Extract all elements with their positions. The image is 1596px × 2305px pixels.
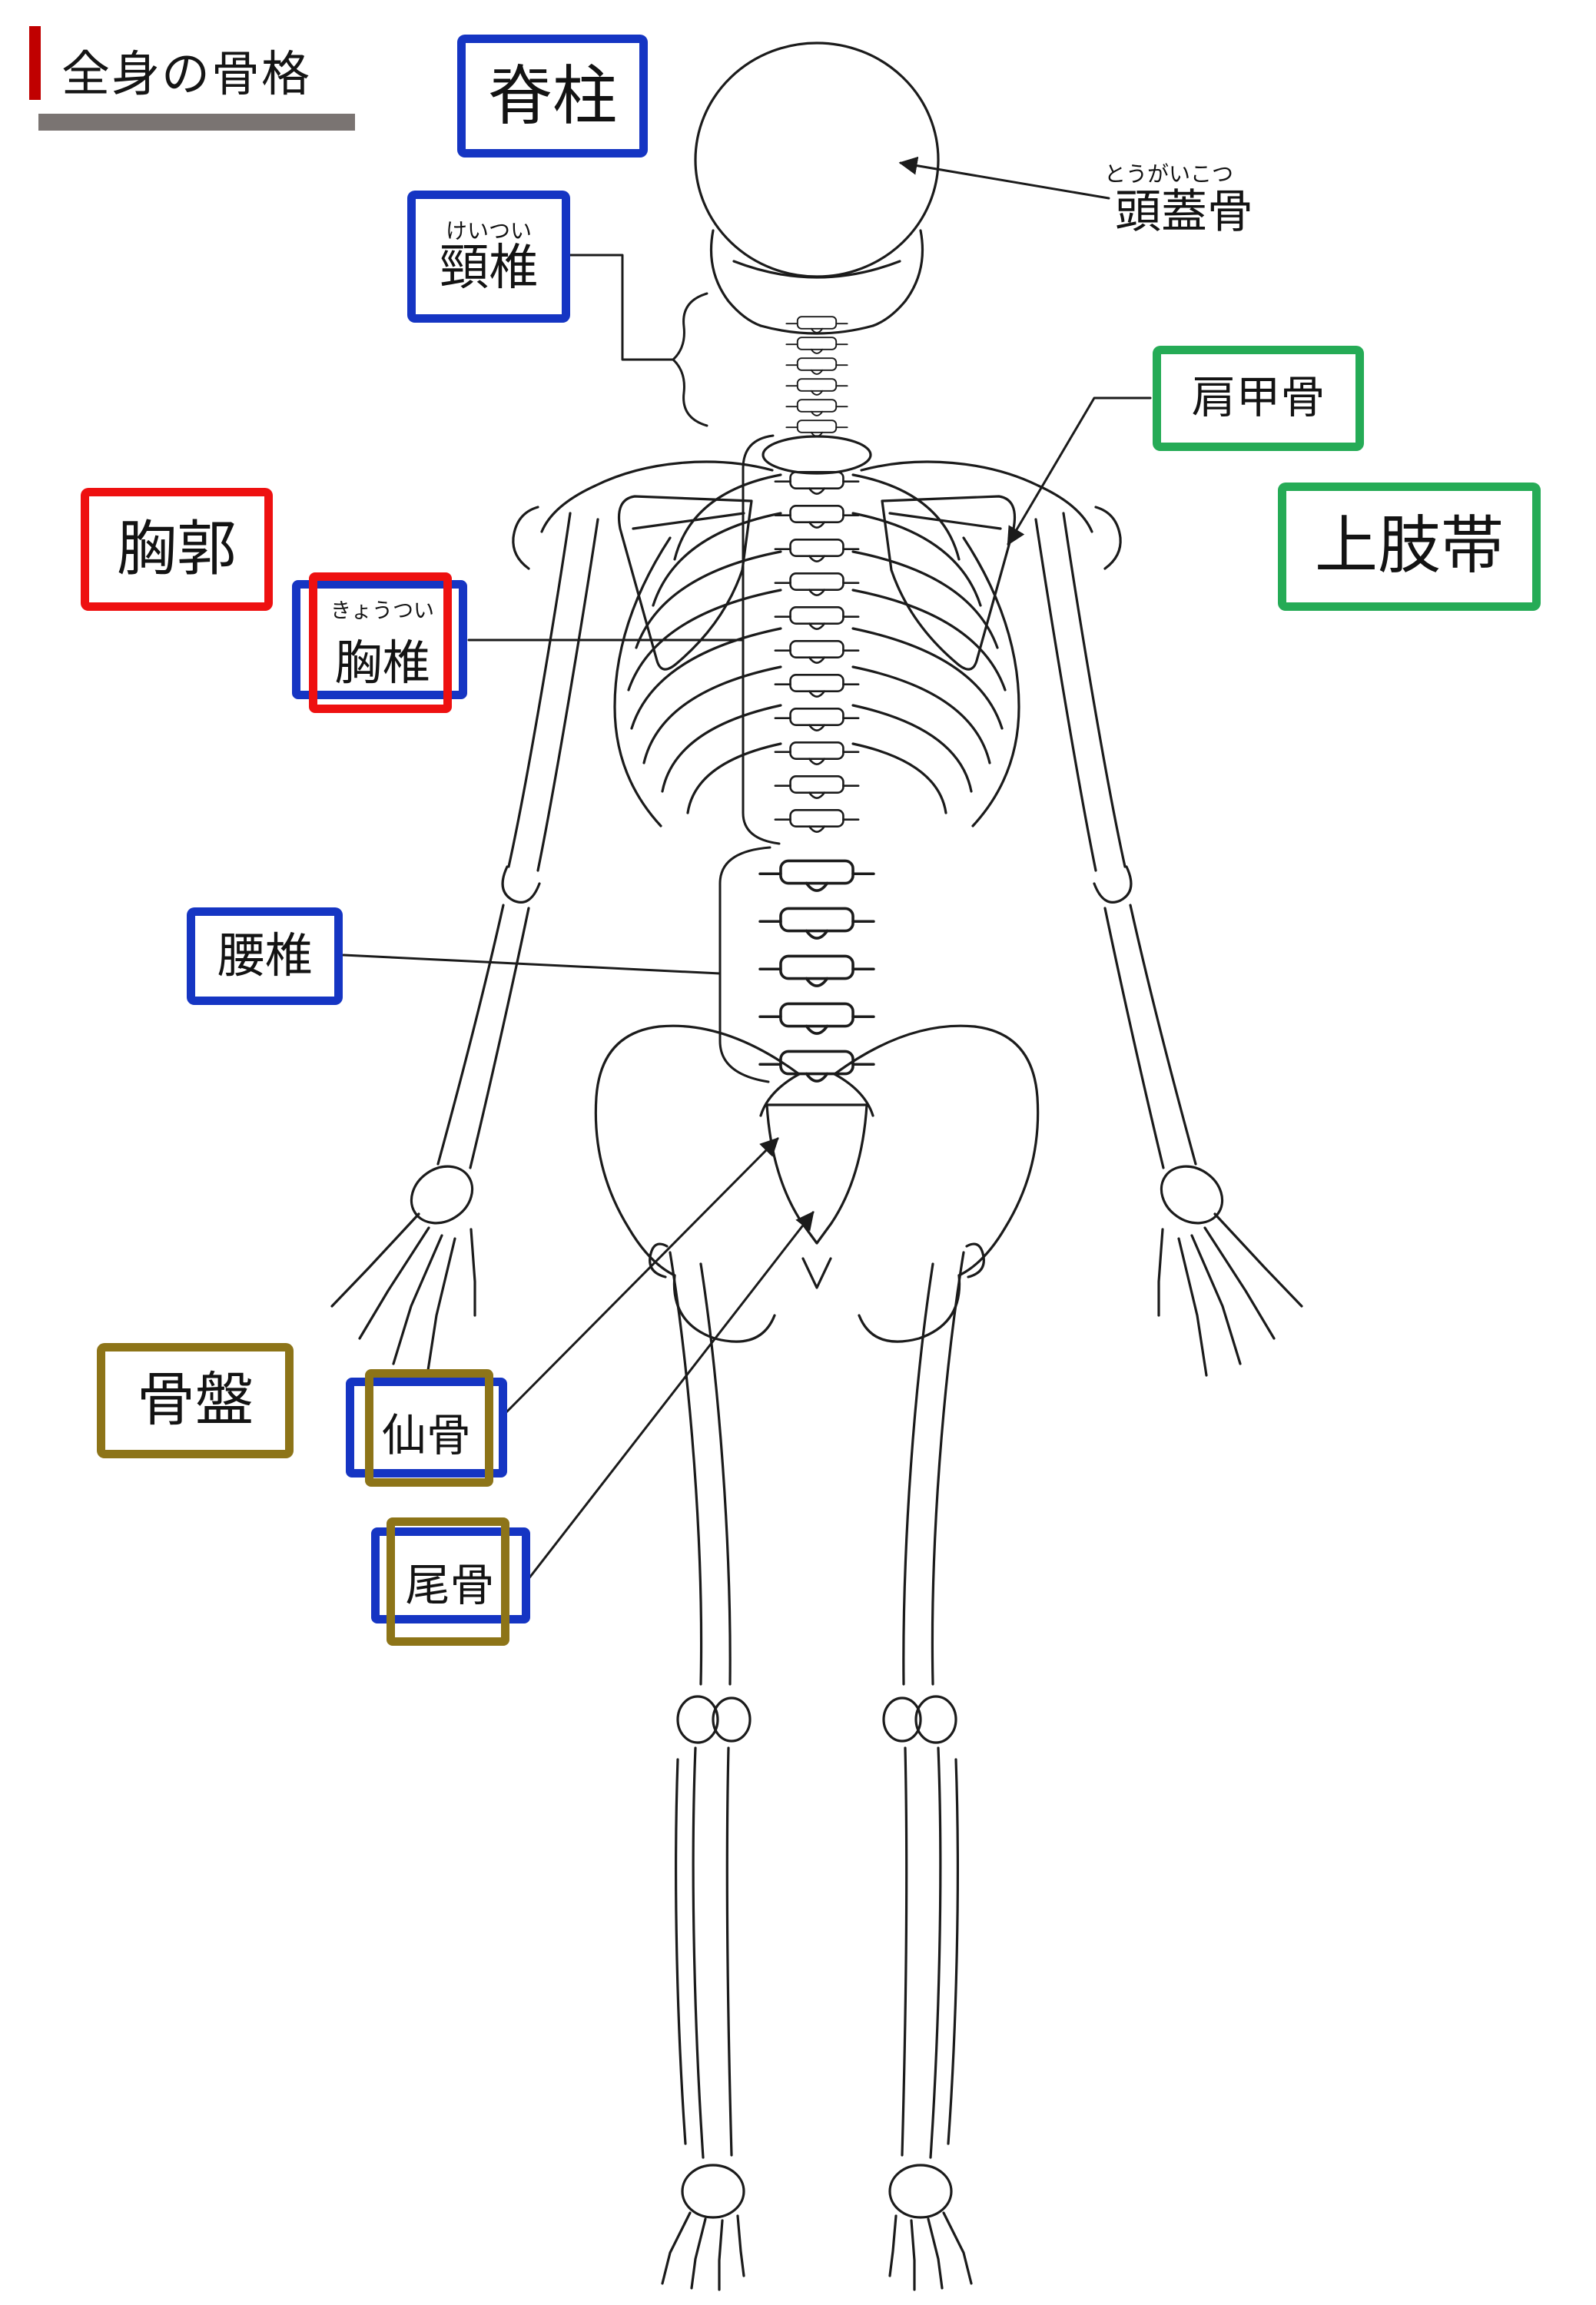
label-box-thoracic: きょうつい 胸椎 xyxy=(288,569,476,718)
label-skull-furigana: とうがいこつ xyxy=(1104,162,1234,186)
sacrum-content: 仙骨 xyxy=(342,1368,511,1494)
skull-drawing xyxy=(694,41,940,335)
label-scapula-text: 肩甲骨 xyxy=(1191,373,1326,423)
label-box-pelvis: 骨盤 xyxy=(97,1343,294,1458)
label-cervical-furigana: けいつい xyxy=(445,218,532,243)
connector-cervical xyxy=(567,254,675,361)
label-box-scapula: 肩甲骨 xyxy=(1153,346,1364,451)
bracket-lumbar xyxy=(718,846,771,1083)
coccyx-olive-frame xyxy=(387,1517,509,1646)
label-thoracic-furigana: きょうつい xyxy=(330,599,434,622)
page-title: 全身の骨格 xyxy=(61,48,311,101)
coccyx-blue-frame xyxy=(371,1527,530,1623)
label-spine-text: 脊柱 xyxy=(487,59,617,132)
arrow-to-coccyx xyxy=(526,1211,815,1581)
label-sacrum-text: 仙骨 xyxy=(381,1410,471,1461)
arrow-to-skull xyxy=(898,156,1110,200)
label-lumbar-text: 腰椎 xyxy=(217,929,313,983)
label-pelvis-text: 骨盤 xyxy=(137,1368,254,1434)
thoracic-red-frame xyxy=(309,572,452,713)
label-box-upper-limb-girdle: 上肢帯 xyxy=(1278,483,1541,611)
connector-lumbar xyxy=(342,954,722,975)
bracket-thoracic xyxy=(742,434,781,845)
label-thoracic-text: 胸椎 xyxy=(334,637,430,690)
label-box-coccyx: 尾骨 xyxy=(367,1514,533,1648)
label-skull-text: 頭蓋骨 xyxy=(1115,185,1253,237)
connector-lines xyxy=(342,156,1152,1581)
brace-cervical xyxy=(672,292,708,427)
sacrum-olive-frame xyxy=(365,1369,493,1487)
title-accent-bar xyxy=(29,26,41,100)
label-thorax-text: 胸郭 xyxy=(116,515,237,583)
title-underline xyxy=(38,114,355,131)
arrow-to-sacrum xyxy=(503,1137,779,1415)
label-coccyx-text: 尾骨 xyxy=(405,1560,495,1610)
label-box-sacrum: 仙骨 xyxy=(342,1368,511,1494)
sacrum-blue-frame xyxy=(346,1378,507,1478)
spine-drawing xyxy=(758,316,875,1083)
label-box-cervical: けいつい 頸椎 xyxy=(407,191,570,323)
label-skull: とうがいこつ 頭蓋骨 xyxy=(1104,162,1253,237)
sacrum-drawing xyxy=(765,1103,868,1289)
label-upper-limb-girdle-text: 上肢帯 xyxy=(1314,511,1504,582)
label-box-lumbar: 腰椎 xyxy=(187,907,343,1005)
coccyx-content: 尾骨 xyxy=(367,1514,533,1648)
arrow-to-scapula xyxy=(1007,396,1152,546)
label-cervical-text: 頸椎 xyxy=(440,240,538,296)
label-box-thorax: 胸郭 xyxy=(81,488,273,611)
thoracic-content: きょうつい 胸椎 xyxy=(288,569,476,718)
skeleton-right-half xyxy=(833,460,1303,2291)
label-box-spine: 脊柱 xyxy=(457,35,648,158)
thoracic-blue-frame xyxy=(292,580,467,699)
